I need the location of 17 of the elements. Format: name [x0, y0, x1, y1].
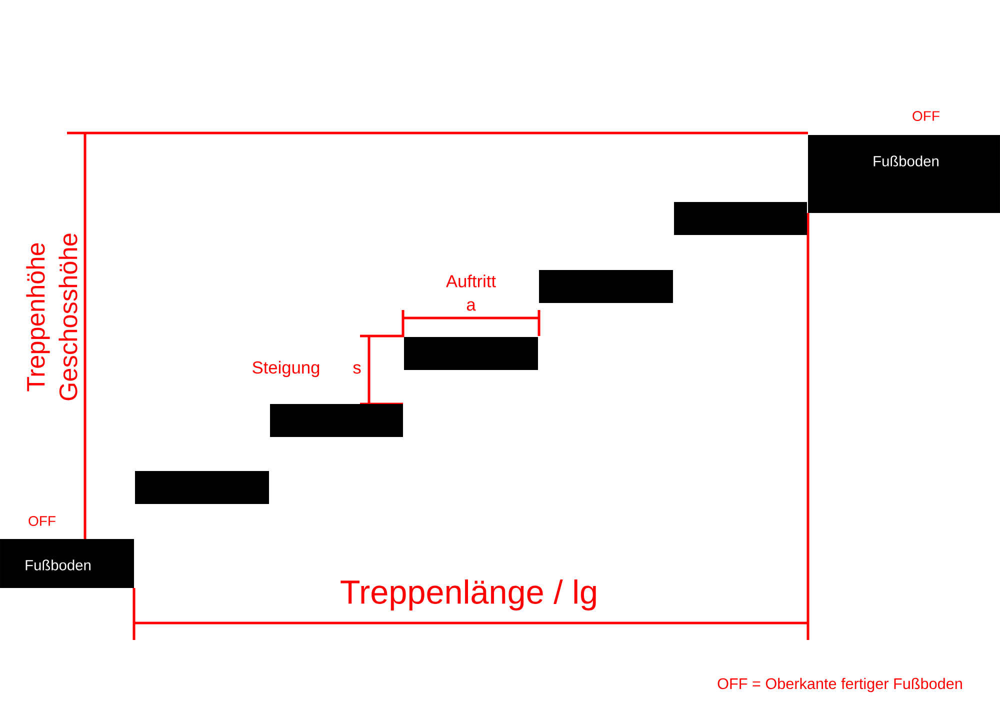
dimension-label: Geschosshöhe	[58, 234, 78, 400]
stair-step	[539, 270, 673, 303]
dimension-label: Auftritt	[446, 274, 496, 288]
stair-step	[674, 202, 807, 235]
dimension-label: s	[353, 364, 361, 374]
floor-slab: Fußboden	[0, 539, 134, 588]
floor-level-label: OFF	[912, 111, 940, 121]
dimension-label: a	[466, 301, 476, 311]
dimension-label: Treppenhöhe	[26, 243, 50, 392]
floor-level-label: OFF	[28, 516, 56, 526]
stair-step	[270, 404, 403, 437]
dimension-label: Steigung	[252, 360, 320, 378]
floor-slab: Fußboden	[808, 135, 1000, 213]
footnote: OFF = Oberkante fertiger Fußboden	[718, 678, 962, 692]
stair-step	[135, 471, 269, 504]
stair-step	[404, 337, 538, 370]
dimension-label: Treppenlänge / lg	[340, 579, 596, 611]
